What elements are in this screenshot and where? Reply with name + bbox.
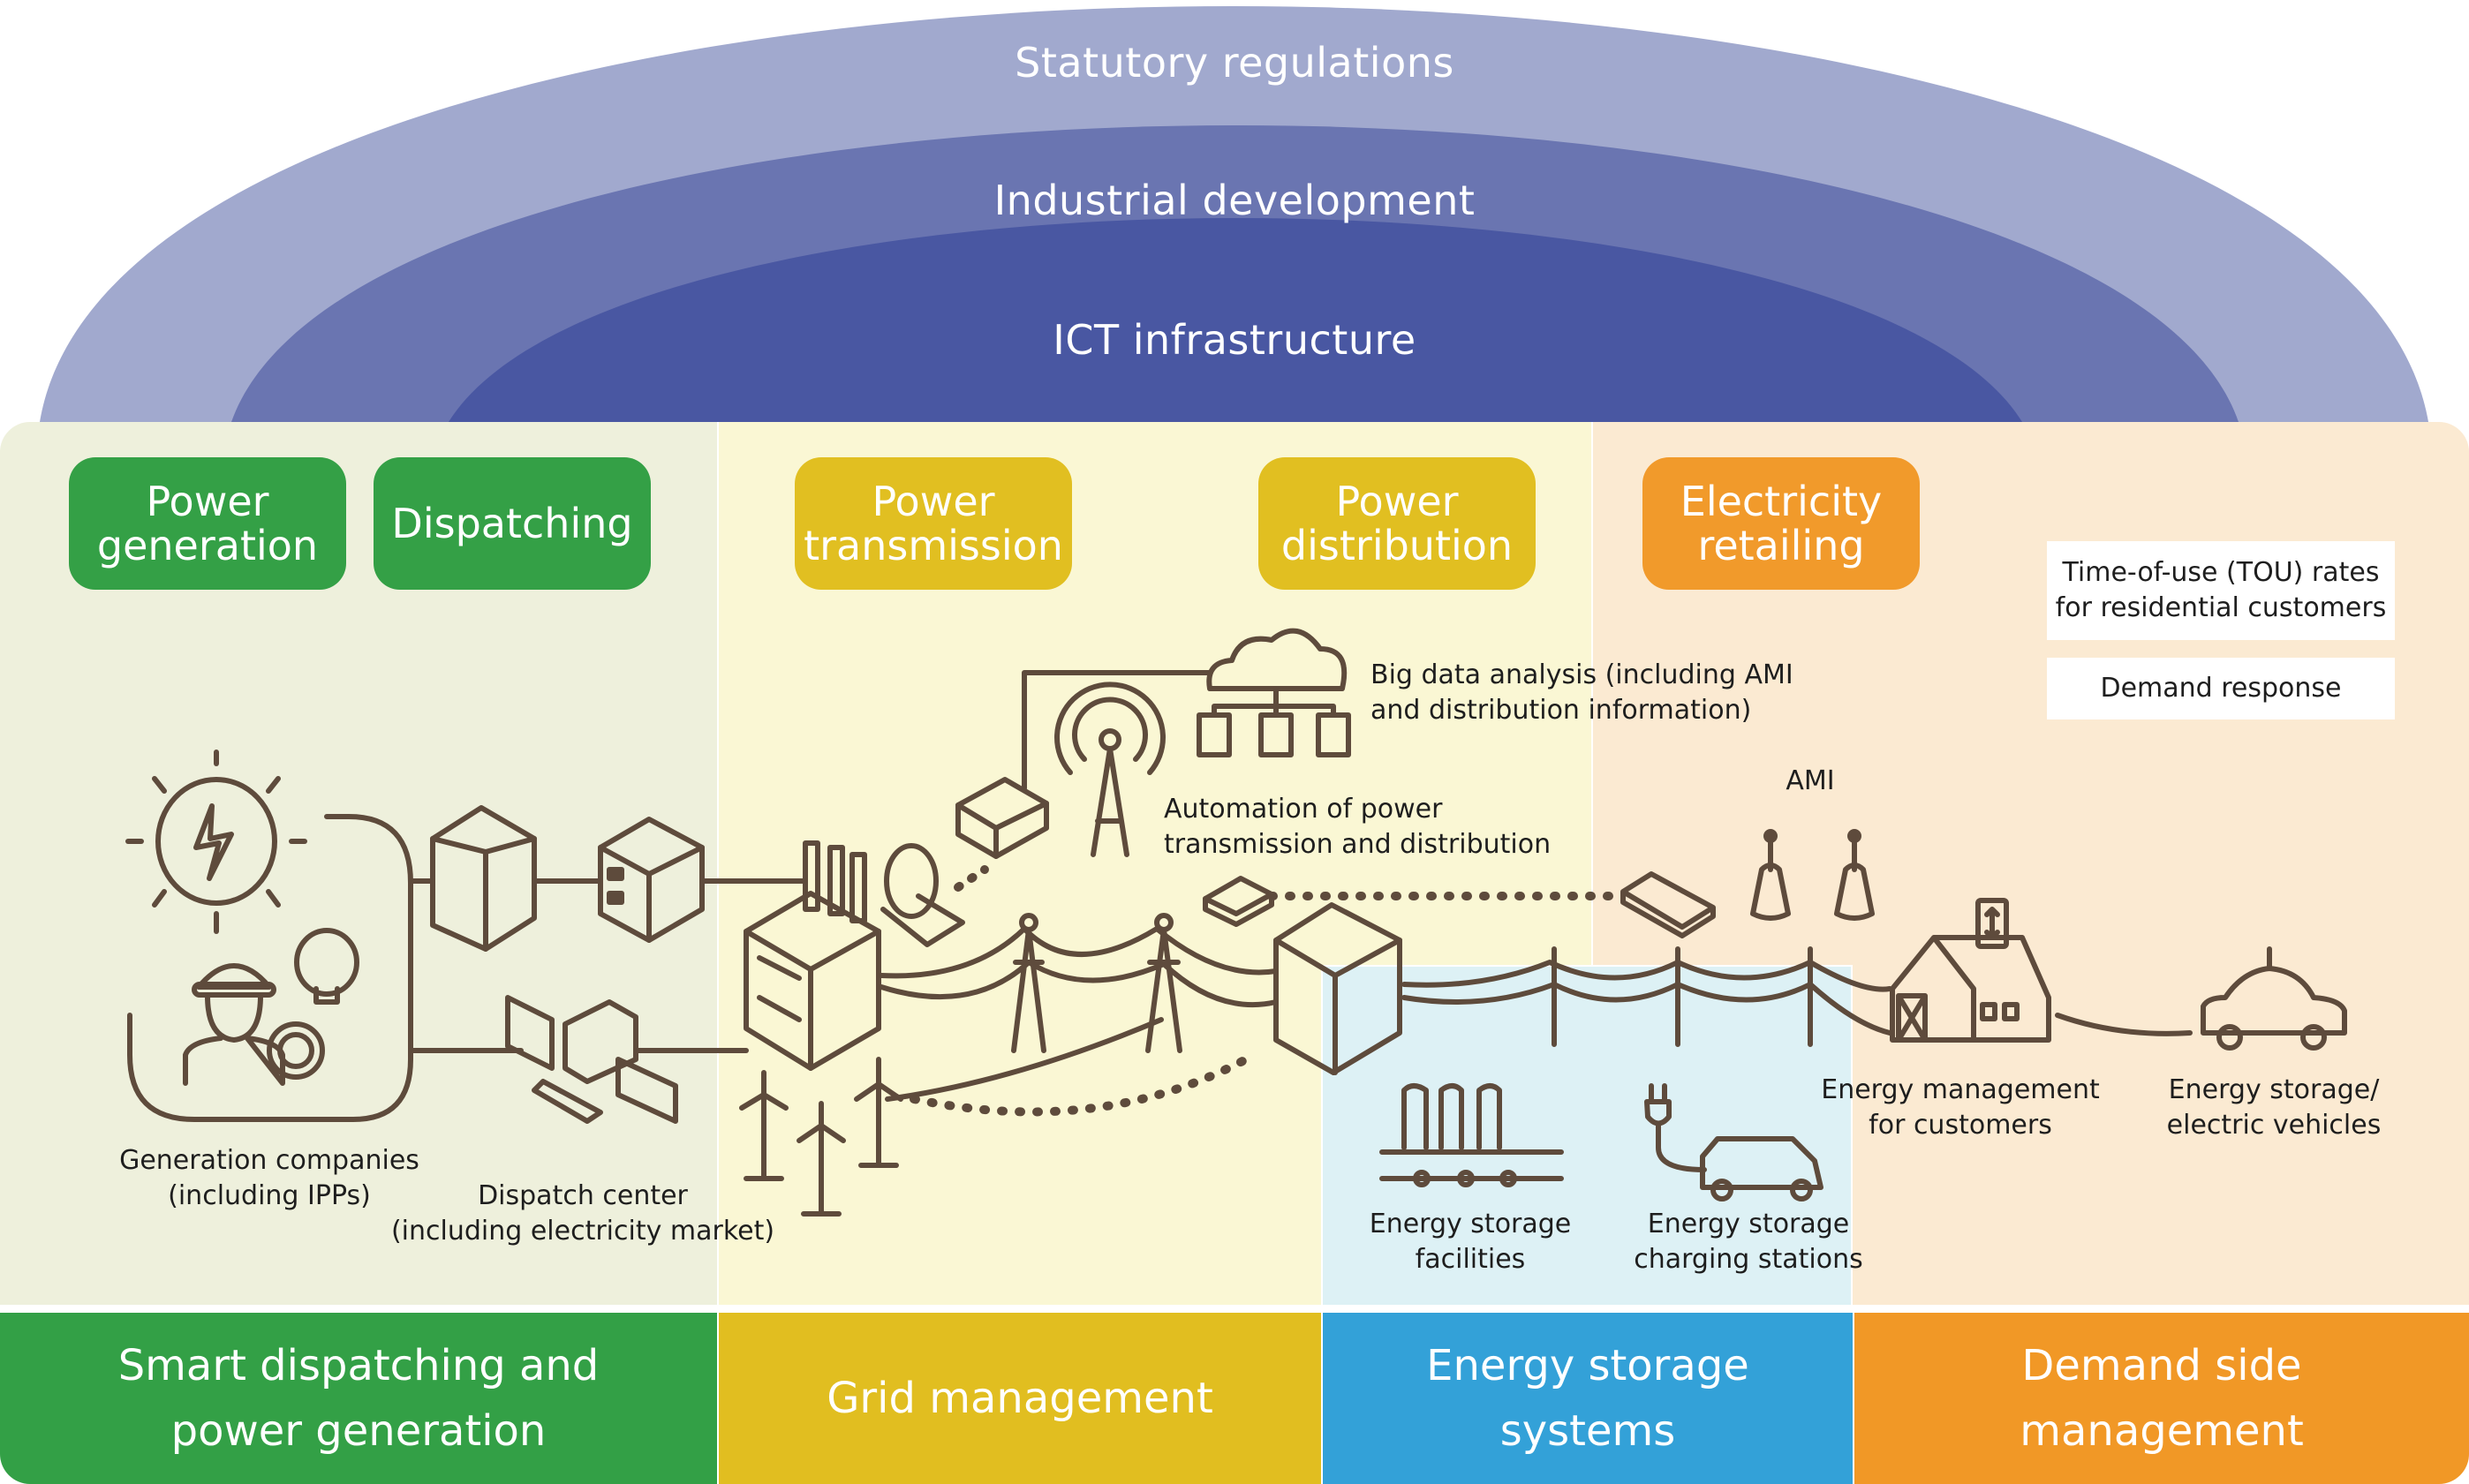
smart-grid-illustration	[125, 628, 2347, 1217]
arch-label-statutory: Statutory regulations	[1015, 39, 1454, 87]
service-tou-rates: Time-of-use (TOU) rates for residential …	[2047, 541, 2395, 640]
satellite-dish-icon	[880, 843, 965, 947]
transmission-lines	[879, 926, 1279, 1008]
router-icon-ami	[1620, 871, 1716, 938]
lightbulb-icon	[294, 928, 359, 1005]
power-plant-icon	[744, 840, 881, 1071]
service-demand-response: Demand response	[2047, 658, 2395, 719]
server-tower-icon	[430, 805, 537, 952]
substation-icon	[1273, 902, 1402, 1075]
policy-arches	[40, 6, 2428, 422]
transmission-tower-icon	[1011, 913, 1182, 1053]
battery-storage-icon	[1379, 1083, 1564, 1187]
label-energy-storage-ev: Energy storage/ electric vehicles	[2166, 1074, 2382, 1141]
server-rack-icon	[598, 817, 705, 943]
cloud-data-icon	[1197, 628, 1351, 757]
stage-power-distribution: Power distribution	[1258, 457, 1536, 590]
category-smart-dispatching: Smart dispatching and power generation	[0, 1313, 717, 1484]
router-icon	[1203, 876, 1274, 927]
worker-icon	[183, 963, 285, 1086]
generation-frame	[127, 814, 413, 1122]
label-energy-management: Energy management for customers	[1821, 1074, 2100, 1141]
stage-power-generation: Power generation	[69, 457, 346, 590]
smart-meter-icon	[1750, 829, 1875, 921]
label-ami: AMI	[1786, 765, 1835, 796]
arch-label-industrial: Industrial development	[993, 177, 1476, 224]
computer-workstations-icon	[505, 995, 678, 1124]
stage-power-transmission: Power transmission	[795, 457, 1072, 590]
radio-tower-icon	[1054, 682, 1166, 857]
label-storage-facilities: Energy storage facilities	[1369, 1209, 1572, 1275]
label-generation-companies: Generation companies (including IPPs)	[119, 1145, 419, 1211]
label-automation: Automation of power transmission and dis…	[1164, 794, 1552, 860]
stage-dispatching: Dispatching	[374, 457, 651, 590]
arch-ict-infrastructure	[449, 218, 2022, 422]
label-big-data: Big data analysis (including AMI and dis…	[1370, 659, 1793, 726]
panel-energy-storage	[1321, 965, 1853, 1305]
electric-car-icon	[2201, 946, 2347, 1051]
category-energy-storage: Energy storage systems	[1321, 1313, 1853, 1484]
arch-label-ict: ICT infrastructure	[1053, 316, 1416, 364]
distribution-lines	[1401, 960, 1892, 1036]
power-generation-sun-bolt-icon	[125, 750, 307, 934]
stage-electricity-retailing: Electricity retailing	[1642, 457, 1920, 590]
label-charging-stations: Energy storage charging stations	[1634, 1209, 1863, 1275]
category-demand-side: Demand side management	[1853, 1313, 2469, 1484]
label-dispatch-center: Dispatch center (including electricity m…	[390, 1180, 775, 1247]
network-switch-icon	[955, 777, 1049, 859]
wind-turbine-icon	[739, 1057, 903, 1217]
phone-icon	[1975, 898, 2009, 949]
category-grid-management: Grid management	[717, 1313, 1321, 1484]
smart-home-icon	[1890, 935, 2051, 1043]
gear-icon	[267, 1021, 325, 1080]
charging-station-icon	[1644, 1083, 1823, 1202]
